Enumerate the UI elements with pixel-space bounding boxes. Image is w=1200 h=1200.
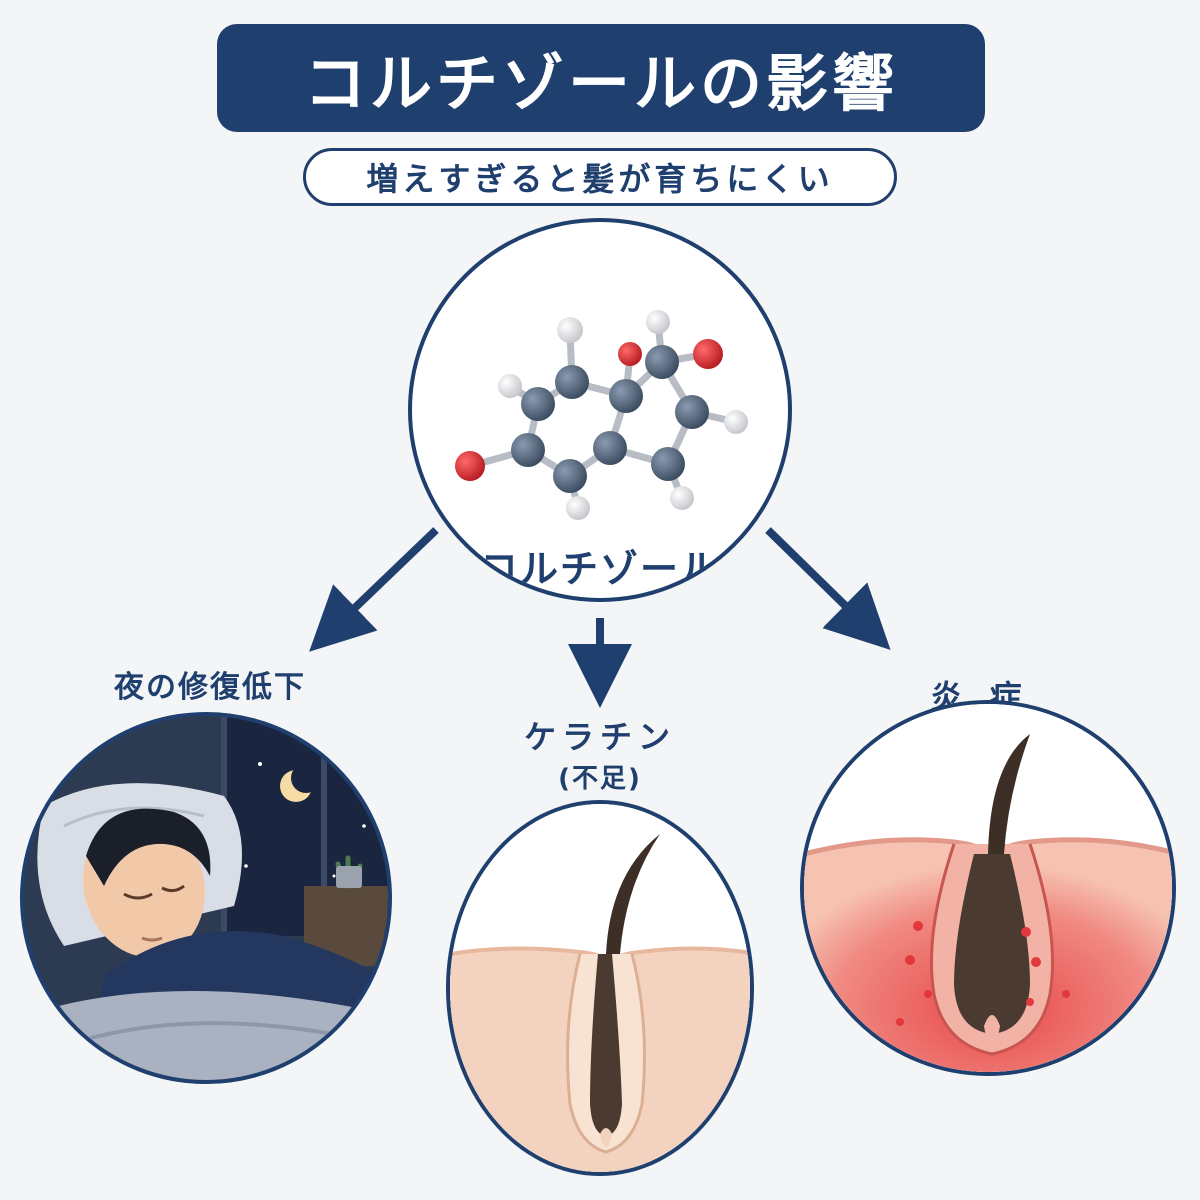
arrow-right [765, 527, 891, 650]
inflamed-follicle-icon [804, 704, 1172, 1072]
page-title: コルチゾールの影響 [303, 47, 898, 120]
sleeping-man-icon [24, 716, 388, 1080]
cortisol-molecule-icon [455, 310, 748, 520]
page-subtitle: 増えすぎると髪が育ちにくい [366, 160, 834, 198]
inflammation-circle [800, 700, 1176, 1076]
sleeping-man-circle [20, 712, 392, 1084]
label-night-repair: 夜の修復低下 [114, 670, 306, 705]
cortisol-circle: コルチゾール [408, 218, 792, 602]
hair-follicle-icon [450, 804, 750, 1172]
cortisol-label: コルチゾール [479, 547, 720, 591]
moon-icon [280, 763, 321, 802]
label-keratin: ケラチン [523, 718, 676, 756]
subtitle-pill: 増えすぎると髪が育ちにくい [303, 148, 897, 206]
keratin-follicle-circle [446, 800, 754, 1176]
label-keratin-shortage: (不足) [558, 764, 642, 794]
arrow-left [309, 527, 439, 652]
title-banner: コルチゾールの影響 [217, 24, 985, 132]
